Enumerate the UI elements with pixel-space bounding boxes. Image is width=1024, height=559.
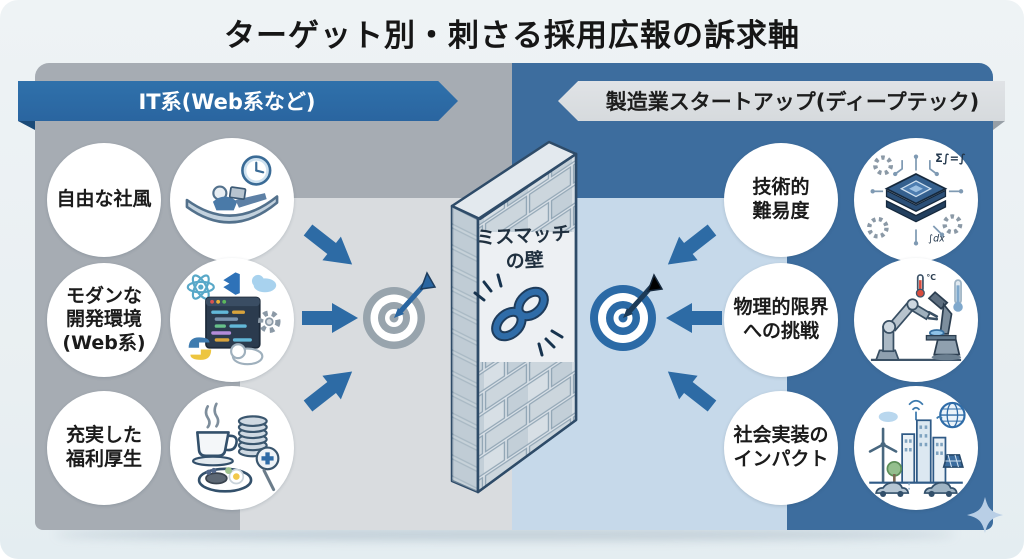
it-header-label: IT系(Web系など) (138, 90, 316, 114)
welfare-benefits-illustration (191, 402, 280, 493)
appeal-text-circle-physical-limits: 物理的限界 への挑戦 (724, 263, 838, 377)
target-with-dart-icon (363, 271, 437, 349)
label-line: への挑戦 (742, 320, 819, 342)
hammock-remote-work-illustration (185, 155, 279, 224)
label-line: 福利厚生 (65, 448, 142, 470)
illustration-circle (170, 258, 294, 382)
label-line: モダンな (65, 284, 142, 307)
arrow-icon (666, 303, 722, 333)
arrow-icon (303, 371, 353, 412)
left-arrow-group (302, 224, 358, 412)
illustration-circle (854, 386, 978, 510)
arrow-icon (302, 303, 358, 333)
page-title: ターゲット別・刺さる採用広報の訴求軸 (224, 18, 800, 54)
manufacturing-header-label: 製造業スタートアップ(ディープテック) (605, 90, 980, 114)
smart-city-impact-illustration (868, 399, 966, 497)
label-line: 物理的限界 (733, 296, 829, 319)
appeal-text-circle-social-impact: 社会実装の インパクト (724, 391, 838, 505)
cpu-deep-tech-illustration: Σ∫=∫ ∫dx (867, 152, 966, 246)
unit-text: °C (926, 273, 936, 282)
target-with-dart-icon (590, 273, 664, 351)
appeal-text-circle-free-culture: 自由な社風 (47, 143, 161, 257)
robot-arm-microscope-illustration: °C (870, 273, 963, 361)
illustration-circle: Σ∫=∫ ∫dx (854, 138, 978, 262)
it-header-banner: IT系(Web系など) (18, 81, 458, 121)
sparkle-icon (967, 497, 1003, 533)
appeal-text-circle-benefits: 充実した 福利厚生 (47, 391, 161, 505)
arrow-icon (667, 224, 717, 265)
formula-text: ∫dx (928, 234, 945, 245)
label-line: 充実した (65, 424, 142, 447)
label-line: 自由な社風 (56, 188, 152, 211)
arrow-icon (303, 224, 353, 265)
mismatch-wall-label: ミスマッチ の壁 (465, 221, 583, 276)
broken-chain-icon (473, 273, 564, 357)
formula-text: Σ∫=∫ (935, 152, 966, 165)
right-banner-fold (993, 121, 1005, 130)
label-line: 社会実装の (733, 424, 829, 447)
mismatch-wall (450, 140, 578, 494)
manufacturing-header-banner: 製造業スタートアップ(ディープテック) (558, 81, 1005, 121)
chain-spark-lines (473, 273, 564, 357)
illustration-circle (170, 138, 294, 262)
label-line: 技術的 (752, 176, 810, 199)
panel-drop-shadow (55, 529, 955, 540)
label-line: 開発環境 (65, 308, 142, 331)
left-banner-fold (18, 121, 35, 130)
label-line: 難易度 (752, 200, 810, 222)
modern-dev-environment-illustration (186, 272, 281, 366)
label-line: (Web系) (62, 331, 146, 354)
arrow-icon (667, 371, 717, 412)
label-line: インパクト (733, 448, 829, 470)
right-arrow-group (666, 224, 722, 412)
appeal-text-circle-modern-dev: モダンな 開発環境 (Web系) (47, 263, 161, 377)
illustration-circle (170, 386, 294, 510)
appeal-text-circle-technical-difficulty: 技術的 難易度 (724, 143, 838, 257)
illustration-circle: °C (854, 258, 978, 382)
